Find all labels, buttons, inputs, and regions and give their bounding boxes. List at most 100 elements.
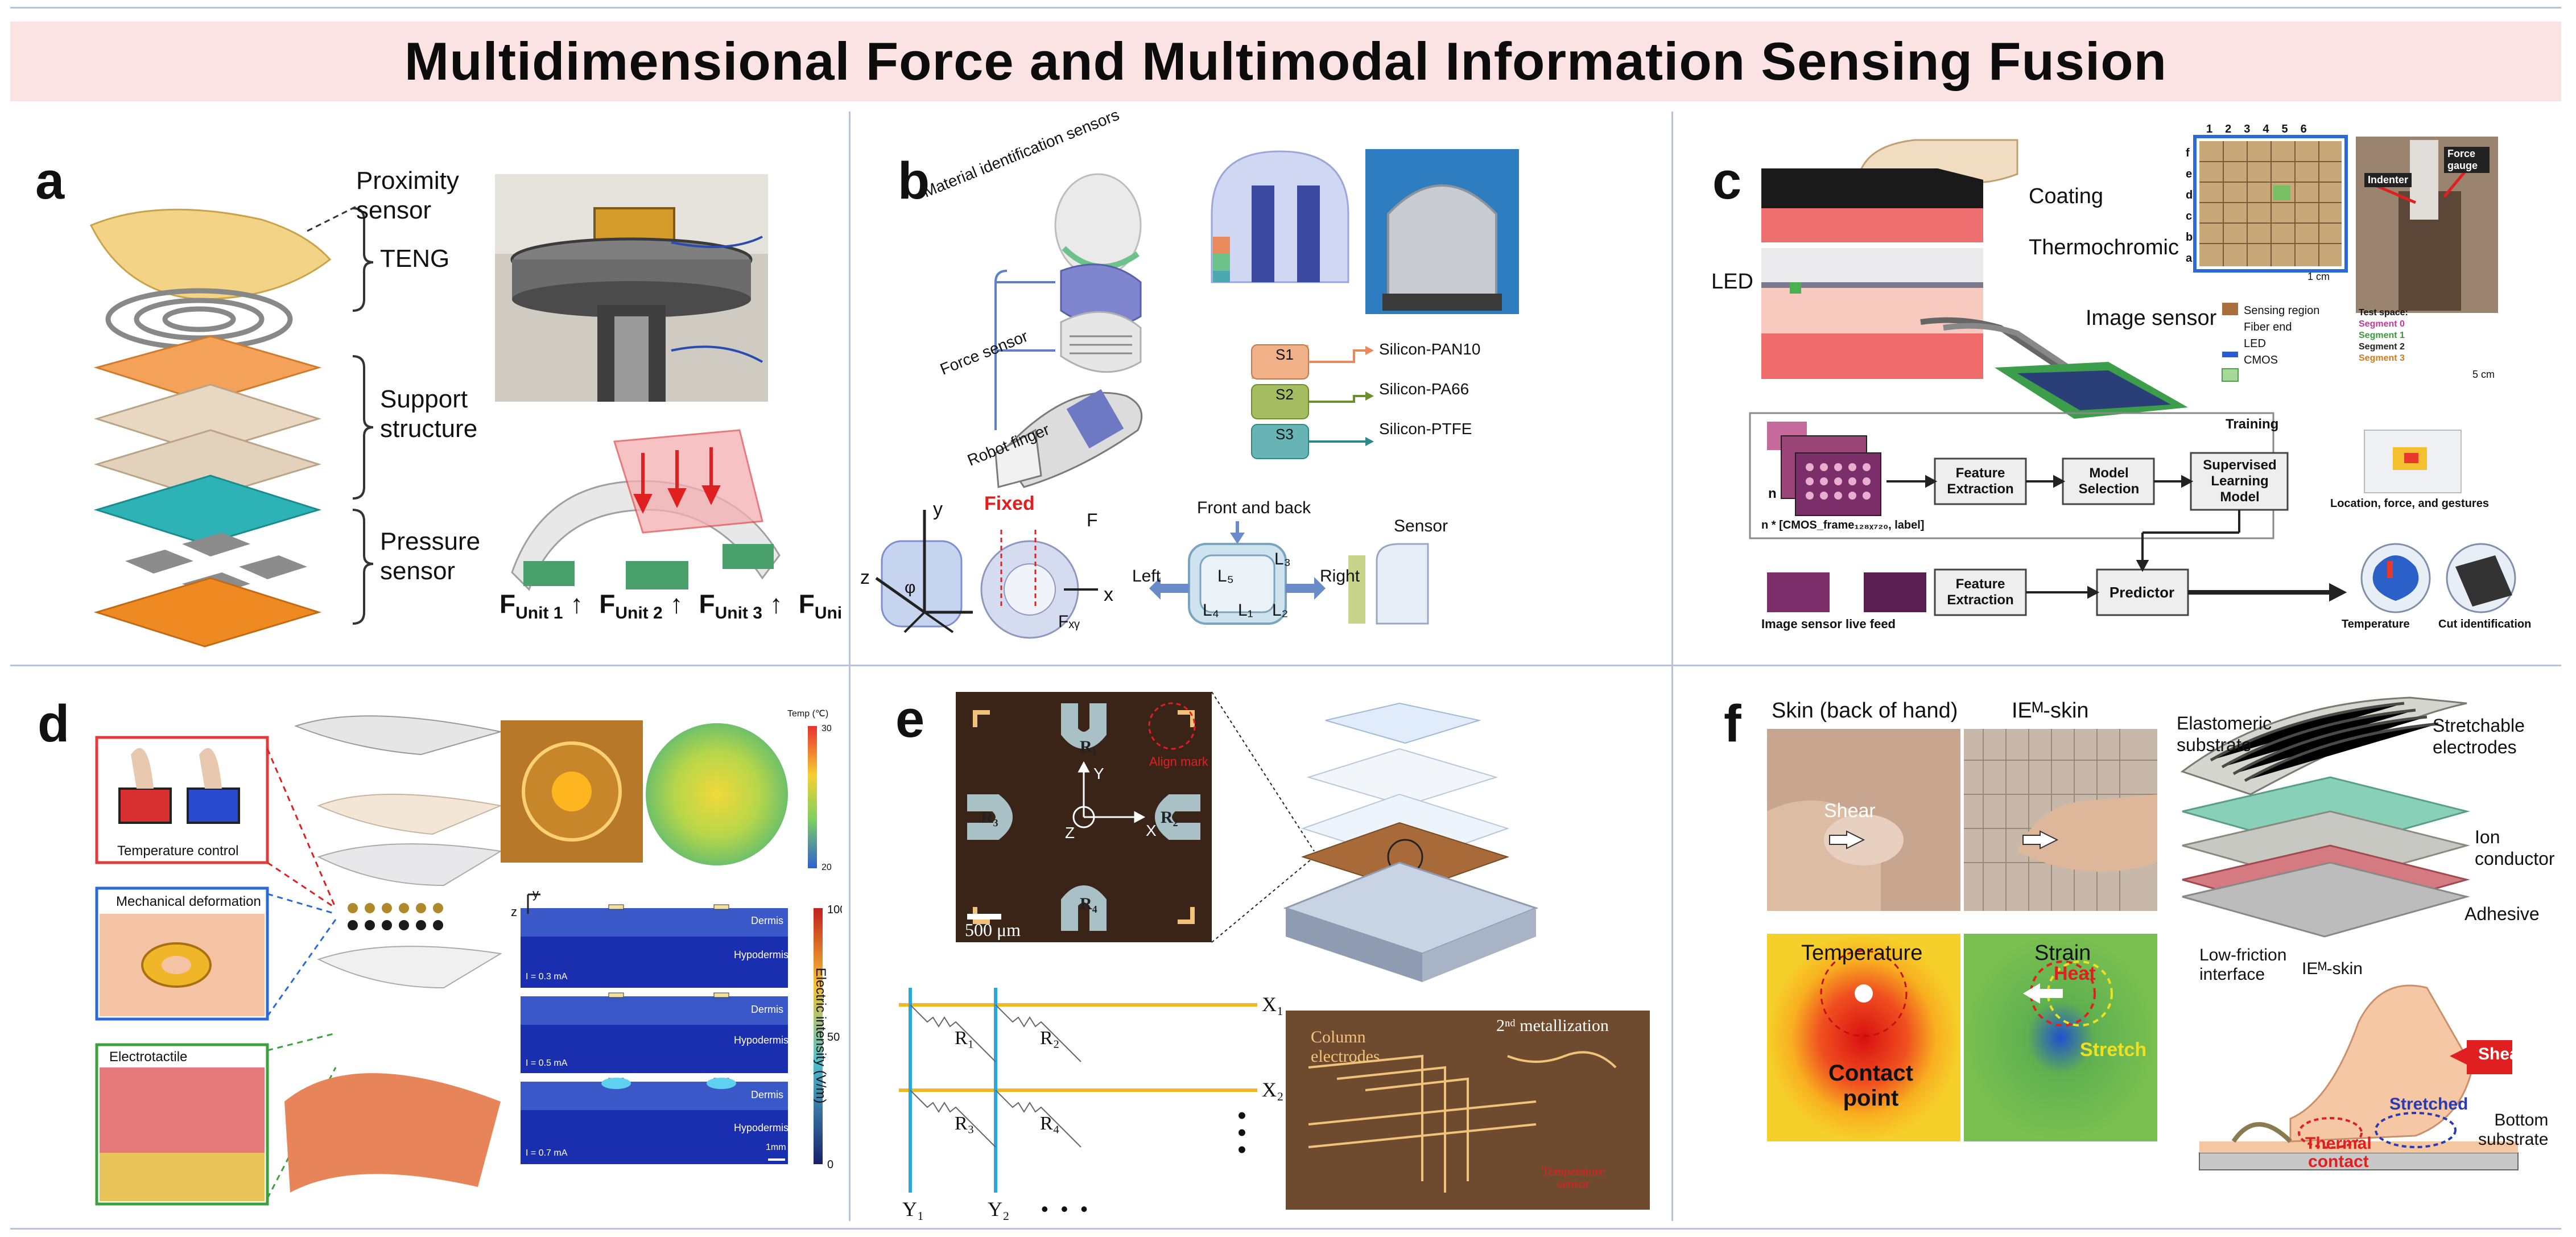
temp-unit-label: Temp (℃) xyxy=(787,709,829,719)
grid-col-4: 4 xyxy=(2263,123,2269,135)
contact-point-label: Contact point xyxy=(1828,1061,1913,1111)
legend-item-2: Fiber end xyxy=(2244,321,2292,333)
f-label: F xyxy=(1087,510,1098,530)
phi-label: φ xyxy=(905,578,916,597)
skin-title: Skin (back of hand) xyxy=(1772,699,1958,723)
panel-f-letter: f xyxy=(1724,695,1741,753)
ion-line2: conductor xyxy=(2475,848,2555,869)
skin-patch xyxy=(284,1073,501,1193)
layer-tag-2: S2 xyxy=(1275,386,1294,403)
image-sensor-label: Image sensor xyxy=(2086,306,2217,330)
test-space-title: Test space: xyxy=(2359,308,2408,318)
dermis-3: Dermis xyxy=(751,1089,783,1100)
panel-b: b ​ xyxy=(853,112,1667,661)
electrotactile-label: Electrotactile xyxy=(109,1049,188,1065)
current-2: I = 0.5 mA xyxy=(526,1058,568,1068)
column-ellipsis: • • • xyxy=(1041,1197,1091,1220)
electric-colorbar xyxy=(814,908,823,1164)
pressure-label: Pressure xyxy=(380,527,481,555)
support-layer-2 xyxy=(93,429,322,500)
stretched-label: Stretched xyxy=(2389,1095,2468,1114)
teng-label: TENG xyxy=(380,245,450,273)
e-axis-x: X xyxy=(1146,822,1157,839)
e-axis-z: Z xyxy=(1065,824,1075,842)
support-base-layer xyxy=(93,475,322,545)
layer-tag-3: S3 xyxy=(1275,426,1294,443)
training-label: Training xyxy=(2226,417,2279,432)
force-gauge-label: Force gauge xyxy=(2444,147,2490,173)
panel-f-skin-sensor xyxy=(1767,696,2519,1170)
thermal-line2: contact xyxy=(2308,1152,2369,1171)
heat-label: Heat xyxy=(2054,963,2096,984)
stretchable-line1: Stretchable xyxy=(2433,715,2525,736)
title-banner: Multidimensional Force and Multimodal In… xyxy=(10,22,2561,101)
strain-title: Strain xyxy=(2034,941,2091,965)
contact-line1: Contact xyxy=(1828,1061,1913,1086)
grid-row-e: e xyxy=(2186,168,2193,180)
scale-5cm: 5 cm xyxy=(2472,369,2495,380)
legend-item-1: Sensing region xyxy=(2244,304,2320,317)
unit-force-1: FUnit 1 ↑ xyxy=(499,589,584,623)
cut-id-label: Cut identification xyxy=(2438,618,2532,630)
axis-y-label: y xyxy=(933,498,943,520)
column-divider-1 xyxy=(849,112,851,1221)
material-id-text: ​ xyxy=(956,212,963,229)
field-axis-y: y xyxy=(532,886,539,901)
grid-col-1: 1 xyxy=(2206,123,2213,135)
adhesive-label: Adhesive xyxy=(2464,904,2540,924)
front-back-label: Front and back xyxy=(1197,498,1311,517)
segment-0: Segment 0 xyxy=(2359,319,2405,329)
current-3: I = 0.7 mA xyxy=(526,1148,568,1158)
proximity-label: Proximity xyxy=(356,167,459,195)
temperature-output-label: Temperature xyxy=(2342,618,2410,630)
stretchable-label: Stretchable electrodes xyxy=(2433,715,2525,758)
ion-conductor-label: Ion conductor xyxy=(2475,826,2555,869)
unit-force-2: FUnit 2 ↑ xyxy=(599,589,683,623)
bottom-substrate-label: Bottom substrate xyxy=(2478,1111,2548,1149)
left-label: Left xyxy=(1132,567,1161,585)
y1-label: Y₁ xyxy=(902,1198,924,1220)
support-layer-1 xyxy=(93,384,322,454)
row-ellipsis: ••• xyxy=(1237,1102,1246,1164)
x1-label: X₁ xyxy=(1262,993,1284,1016)
hypodermis-3: Hypodermis xyxy=(734,1122,789,1133)
panel-e: e xyxy=(853,669,1667,1226)
led-label: LED xyxy=(1711,270,1753,294)
layer-name-1: Silicon-PAN10 xyxy=(1379,340,1481,358)
hypodermis-1: Hypodermis xyxy=(734,949,789,960)
stretch-label: Stretch xyxy=(2080,1039,2147,1061)
r3-label: R₃ xyxy=(981,808,998,827)
iem-skin-diagram-label: IEᴹ-skin xyxy=(2302,959,2363,978)
column-electrodes-label: Column electrodes xyxy=(1311,1028,1380,1066)
r4-circuit: R₄ xyxy=(1040,1113,1060,1134)
temperature-title: Temperature xyxy=(1801,941,1923,965)
finger-3d-model xyxy=(1211,150,1349,283)
field-scale: 1mm xyxy=(766,1143,786,1152)
layer-name-3: Silicon-PTFE xyxy=(1379,420,1472,438)
supervised-model: Supervised Learning Model xyxy=(2203,457,2277,505)
elastomeric-line2: substrate xyxy=(2177,735,2252,755)
temperature-map xyxy=(646,723,788,865)
temperature-sensor-line1: Temperature xyxy=(1542,1164,1605,1178)
feature-extraction-2: Feature Extraction xyxy=(1947,576,2014,608)
support-label-2: structure xyxy=(380,415,478,443)
r2-circuit: R₂ xyxy=(1040,1028,1060,1049)
panel-e-letter: e xyxy=(895,690,925,748)
segment-3: Segment 3 xyxy=(2359,353,2405,363)
indenter-label: Indenter xyxy=(2364,173,2412,187)
column-divider-2 xyxy=(1671,112,1673,1221)
contact-line2: point xyxy=(1843,1086,1899,1111)
r1-label: R₁ xyxy=(1080,737,1097,756)
temp-tick-low: 20 xyxy=(821,863,832,872)
support-label: Support xyxy=(380,385,468,413)
segment-1: Segment 1 xyxy=(2359,331,2405,340)
temperature-sensor-label: Temperature sensor xyxy=(1542,1165,1605,1190)
field-axis-z: z xyxy=(511,905,517,919)
scale-1cm: 1 cm xyxy=(2307,271,2330,282)
column-electrodes-line1: Column xyxy=(1311,1028,1366,1046)
iem-skin-title: IEᴹ-skin xyxy=(2012,699,2089,723)
live-feed-label: Image sensor live feed xyxy=(1761,617,1896,631)
